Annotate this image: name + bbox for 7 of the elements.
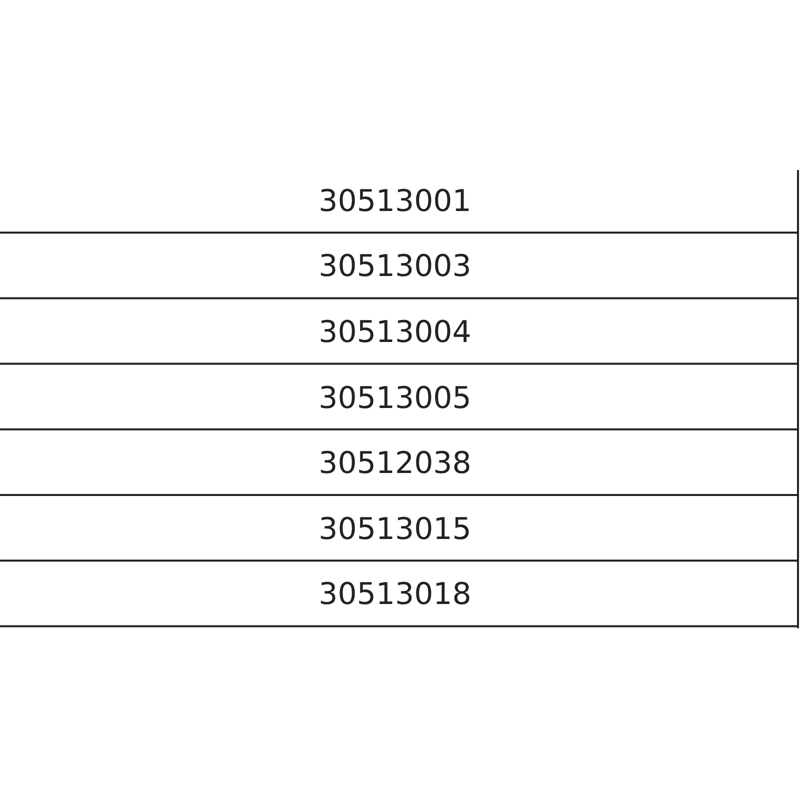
part-number: 30513018	[318, 577, 472, 614]
part-number: 30513003	[318, 249, 472, 286]
part-number: 30513005	[318, 380, 472, 417]
part-number: 30513015	[318, 512, 472, 548]
part-number: 30513004	[318, 315, 472, 351]
part-number: 30512038	[318, 446, 472, 482]
part-number: 30513001	[318, 184, 472, 220]
